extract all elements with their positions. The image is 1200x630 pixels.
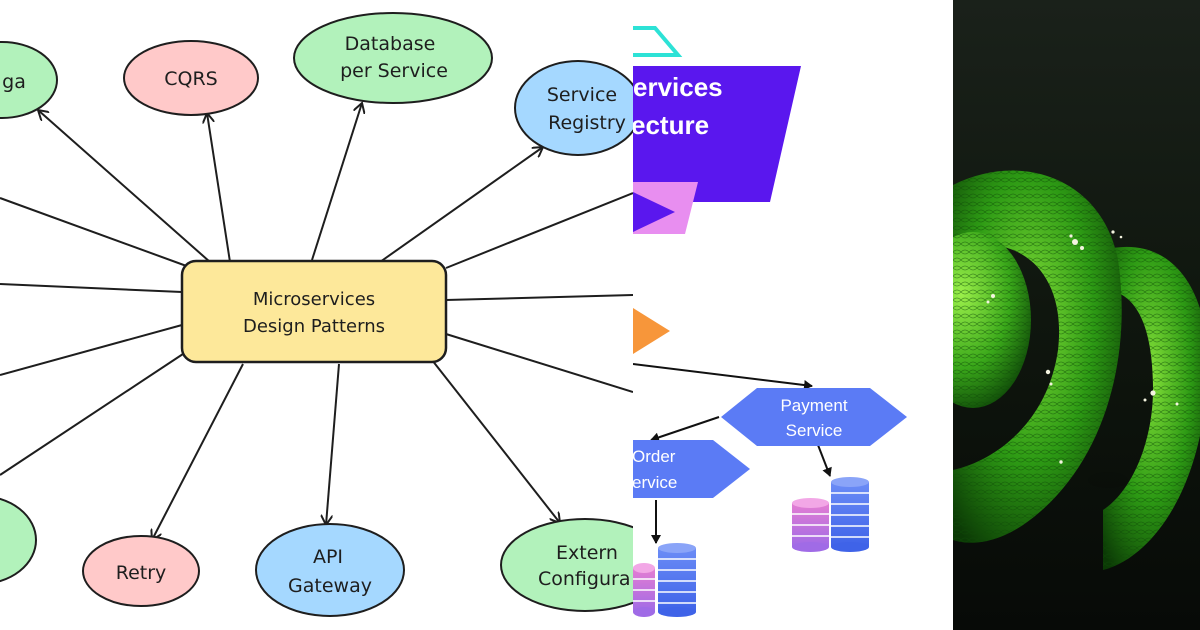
edge-left-lower xyxy=(0,351,187,476)
node-cqrs-label: CQRS xyxy=(164,68,217,90)
node-api-gateway-line1: API xyxy=(313,546,343,568)
mindmap-diagram: Microservices Design Patterns ga CQRS Da… xyxy=(0,12,633,617)
payment-database-icon xyxy=(792,477,869,552)
node-external-configuration: Extern Configura xyxy=(500,518,633,612)
edge-left-mid-lower xyxy=(0,324,183,376)
edge-to-external-configuration xyxy=(431,359,560,523)
green-tree-python-image xyxy=(953,0,1200,630)
payment-service-line2: Service xyxy=(786,421,843,440)
arrow-payment-to-db xyxy=(817,444,832,477)
db-stack-pink xyxy=(792,498,829,552)
edge-left-mid xyxy=(0,283,183,293)
node-external-configuration-line2: Configura xyxy=(538,568,630,590)
python-back-coil xyxy=(1103,246,1200,570)
db-stack-blue xyxy=(831,477,869,552)
center-node-line1: Microservices xyxy=(253,289,375,310)
edge-to-database-per-service xyxy=(311,103,362,261)
node-saga-top-label: ga xyxy=(2,71,26,93)
architecture-graphic-panel: ervices ecture Payment Service Order erv… xyxy=(633,0,953,630)
node-database-per-service-line2: per Service xyxy=(340,60,448,82)
db-stack-blue-order xyxy=(658,543,696,617)
order-service-node: Order ervice xyxy=(633,440,750,498)
orange-triangle-icon xyxy=(633,308,670,354)
edge-right-mid xyxy=(445,294,633,301)
payment-service-node: Payment Service xyxy=(721,388,907,446)
node-saga-top: ga xyxy=(0,41,58,119)
mindmap-edges xyxy=(0,103,633,540)
order-service-line2: ervice xyxy=(633,473,677,492)
node-database-per-service: Database per Service xyxy=(293,12,493,104)
title-banner xyxy=(633,66,801,202)
teal-outline-shape xyxy=(633,26,683,57)
python-shadow xyxy=(1088,472,1128,488)
node-saga-bottom xyxy=(0,497,37,583)
node-service-registry: Service Registry xyxy=(514,60,633,156)
title-line2: ecture xyxy=(633,110,709,140)
edge-to-cqrs xyxy=(207,113,231,263)
architecture-connectors xyxy=(633,363,832,544)
architecture-graphic: ervices ecture Payment Service Order erv… xyxy=(633,26,907,617)
node-service-registry-line1: Service xyxy=(547,84,617,106)
node-cqrs: CQRS xyxy=(123,40,259,116)
edge-to-saga-top xyxy=(38,110,211,263)
python-head xyxy=(953,232,1031,408)
python-white-spots xyxy=(986,230,1179,464)
db-stack-pink-order xyxy=(633,563,655,617)
center-node-microservices-design-patterns: Microservices Design Patterns xyxy=(180,259,448,364)
edge-left-upper xyxy=(0,197,193,269)
order-database-icon xyxy=(633,543,696,617)
order-service-line1: Order xyxy=(633,447,676,466)
title-line1: ervices xyxy=(633,72,723,102)
edge-right-upper xyxy=(445,192,633,269)
play-triangle-icon xyxy=(633,192,675,232)
node-service-registry-line2: Registry xyxy=(548,112,626,134)
edge-to-api-gateway xyxy=(326,363,340,525)
node-api-gateway: API Gateway xyxy=(255,523,405,617)
edge-to-service-registry xyxy=(379,147,543,263)
python-photo-panel xyxy=(953,0,1200,630)
python-main-coil xyxy=(953,170,1122,543)
node-retry: Retry xyxy=(82,535,200,607)
edge-to-retry xyxy=(152,363,244,540)
node-api-gateway-line2: Gateway xyxy=(288,575,372,597)
node-database-per-service-line1: Database xyxy=(345,33,436,55)
arrow-to-order-service xyxy=(650,416,720,443)
center-node-line2: Design Patterns xyxy=(243,316,385,337)
arrow-to-payment-service xyxy=(633,363,813,390)
node-external-configuration-line1: Extern xyxy=(556,542,618,564)
microservices-mindmap-panel: Microservices Design Patterns ga CQRS Da… xyxy=(0,12,633,617)
payment-service-line1: Payment xyxy=(780,396,847,415)
edge-right-lower xyxy=(445,333,633,393)
node-retry-label: Retry xyxy=(116,562,167,584)
